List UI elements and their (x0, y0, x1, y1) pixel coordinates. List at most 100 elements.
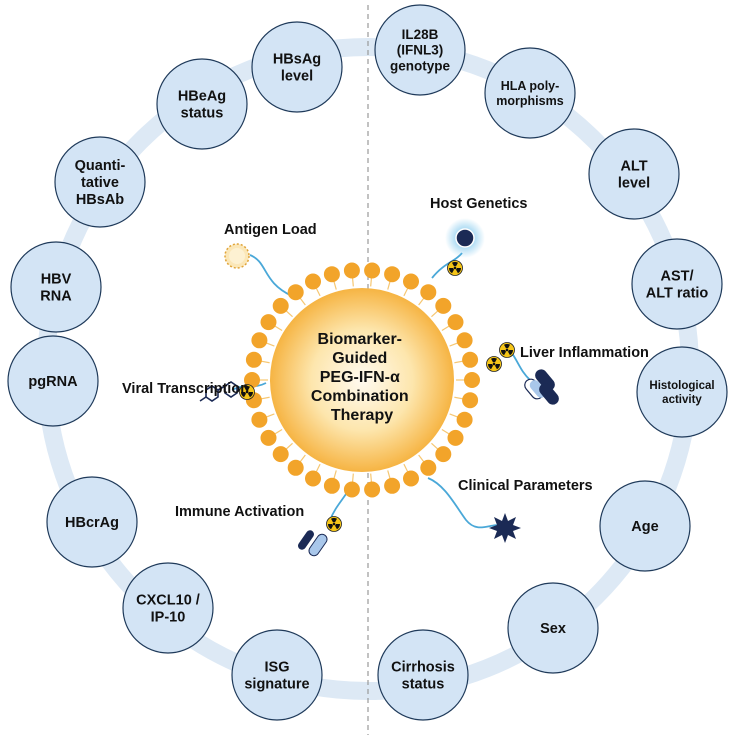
biomarker-node-sex: Sex (507, 582, 599, 674)
biomarker-label-line: Cirrhosis (391, 660, 455, 676)
nanoparticle-bead (260, 429, 277, 446)
biomarker-circle (156, 58, 248, 150)
label-antigen-load: Antigen Load (224, 222, 317, 238)
biomarker-label-line: Histological (649, 380, 714, 392)
nanoparticle-bead (464, 372, 480, 388)
nanoparticle-bead (435, 446, 452, 463)
biomarker-circle (599, 480, 691, 572)
genetic-marker-icon (445, 218, 485, 258)
biomarker-label-line: HBsAg (273, 52, 321, 68)
biomarker-node-hla-polymorphisms: HLA poly-morphisms (484, 47, 576, 139)
clinical-burst-icon (489, 513, 521, 543)
biomarker-label: pgRNA (28, 374, 78, 390)
biomarker-label: AST/ALT ratio (646, 269, 709, 302)
biomarker-label-line: HLA poly- (501, 79, 560, 93)
nanoparticle-bead (251, 411, 268, 428)
biomarker-label-line: level (281, 69, 313, 85)
nanoparticle-beads (244, 262, 480, 498)
biomarker-circle (588, 128, 680, 220)
nanoparticle-bead (364, 262, 381, 279)
immune-cell-icon (297, 530, 328, 557)
nanoparticle-bead (456, 411, 473, 428)
molecule-icon (199, 381, 238, 402)
radiation-badges (239, 260, 515, 532)
biomarker-label-line: status (402, 677, 445, 693)
biomarker-label: IL28B(IFNL3)genotype (390, 27, 450, 74)
biomarker-label-line: ALT (620, 159, 647, 175)
label-clinical-parameters: Clinical Parameters (458, 478, 593, 494)
biomarker-label-line: status (181, 106, 224, 122)
biomarker-node-age: Age (599, 480, 691, 572)
center-label-line-3: PEG-IFN-α (320, 369, 400, 386)
nanoparticle-bead (287, 284, 304, 301)
biomarker-label-line: HBeAg (178, 89, 226, 105)
biomarker-circle (636, 346, 728, 438)
biomarker-circle (507, 582, 599, 674)
biomarker-node-ast-alt-ratio: AST/ALT ratio (631, 238, 723, 330)
nanoparticle-bead (272, 297, 289, 314)
biomarker-circle (10, 241, 102, 333)
biomarker-label: CXCL10 /IP-10 (136, 593, 200, 626)
biomarker-label-line: IP-10 (151, 610, 186, 626)
biomarker-circle (374, 4, 466, 96)
nanoparticle-bead (245, 351, 262, 368)
biomarker-label-line: pgRNA (28, 374, 78, 390)
label-viral-transcription: Viral Transcription (122, 381, 249, 397)
nanoparticle-bead (420, 459, 437, 476)
nanoparticle-bead (384, 477, 401, 494)
biomarker-label-line: tative (81, 175, 119, 191)
biomarker-label: HLA poly-morphisms (496, 79, 563, 108)
biomarker-label-line: ISG (265, 660, 290, 676)
biomarker-label-line: IL28B (402, 27, 439, 42)
nanoparticle-bead (251, 332, 268, 349)
biomarker-circle (231, 629, 323, 721)
nanoparticle-core (270, 288, 454, 472)
nanoparticle-bead (323, 266, 340, 283)
biomarker-circle (7, 335, 99, 427)
nanoparticle-bead (260, 314, 277, 331)
nanoparticle-bead (447, 429, 464, 446)
nanoparticle-bead (420, 284, 437, 301)
nanoparticle-bead (384, 266, 401, 283)
biomarker-label: HBcrAg (65, 515, 119, 531)
nanoparticle-bead (305, 470, 321, 487)
biomarker-label-line: Sex (540, 621, 566, 637)
biomarker-label-line: HBV (41, 272, 72, 288)
biomarker-label-line: Quanti- (75, 158, 126, 174)
nanoparticle-bead (435, 297, 452, 314)
biomarker-label-line: genotype (390, 59, 450, 74)
center-label-line-2: Guided (332, 350, 387, 367)
biomarker-circle (54, 136, 146, 228)
biomarker-circle (484, 47, 576, 139)
biomarker-label: Sex (540, 621, 566, 637)
nanoparticle-bead (244, 372, 260, 388)
biomarker-label-line: CXCL10 / (136, 593, 200, 609)
nanoparticle-bead (462, 351, 479, 368)
biomarker-label-line: RNA (40, 289, 72, 305)
radiation-badge-icon (326, 516, 342, 532)
nanoparticle-bead (462, 392, 479, 409)
biomarker-circle (377, 629, 469, 721)
center-label-line-4: Combination (311, 388, 409, 405)
nanoparticle-bead (403, 470, 419, 487)
inflammation-cells-icon (524, 369, 559, 405)
biomarker-label-line: AST/ (660, 269, 693, 285)
nanoparticle-bead (343, 481, 360, 498)
sun-antigen-icon (224, 243, 250, 269)
nanoparticle-bead (447, 314, 464, 331)
nanoparticle-bead (343, 262, 360, 279)
